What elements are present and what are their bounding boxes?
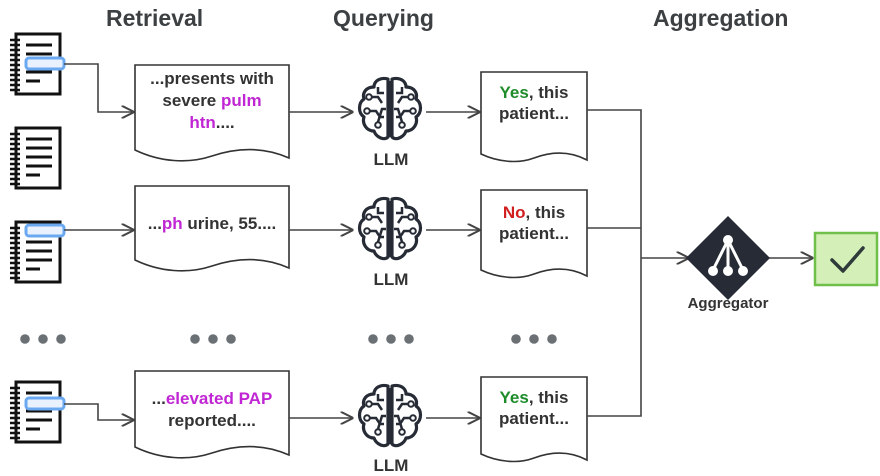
snippet-text: ...ph urine, 55.... (147, 214, 277, 233)
check-icon (813, 231, 879, 287)
snippet-box (134, 370, 290, 459)
ellipsis-icon (368, 334, 414, 344)
snippet-text: ...elevated PAP reported.... (151, 389, 273, 430)
header-retrieval: Retrieval (106, 5, 204, 31)
brain-chip-icon (357, 76, 423, 141)
ellipsis-icon (511, 334, 557, 344)
answer-text: Yes, this patient... (499, 388, 569, 428)
snippet-text: ...presents with severe pulm htn.... (150, 69, 274, 132)
retrieval-highlight-box (24, 396, 66, 411)
connector-arrow (64, 403, 133, 420)
aggregator-label: Aggregator (687, 295, 769, 312)
answer-text: Yes, this patient... (499, 83, 569, 123)
connector-arrow (64, 63, 133, 112)
document-icon (8, 126, 62, 190)
answer-box (480, 71, 588, 163)
connector-line (587, 258, 642, 417)
llm-label: LLM (373, 270, 409, 289)
ellipsis-icon (20, 334, 66, 344)
brain-chip-icon (357, 383, 423, 448)
retrieval-highlight-box (24, 56, 66, 71)
answer-text: No, this patient... (499, 203, 569, 243)
llm-label: LLM (373, 456, 409, 475)
answer-box (480, 376, 588, 463)
snippet-box (134, 185, 290, 272)
llm-label: LLM (373, 150, 409, 169)
document-icon (8, 380, 62, 444)
snippet-box (134, 64, 290, 162)
answer-box (480, 189, 588, 279)
connector-line (587, 109, 642, 258)
ellipsis-icon (190, 334, 236, 344)
header-aggregation: Aggregation (653, 5, 789, 31)
aggregator-icon (686, 216, 770, 300)
retrieval-highlight-box (24, 223, 66, 238)
brain-chip-icon (357, 196, 423, 261)
header-querying: Querying (333, 5, 434, 31)
